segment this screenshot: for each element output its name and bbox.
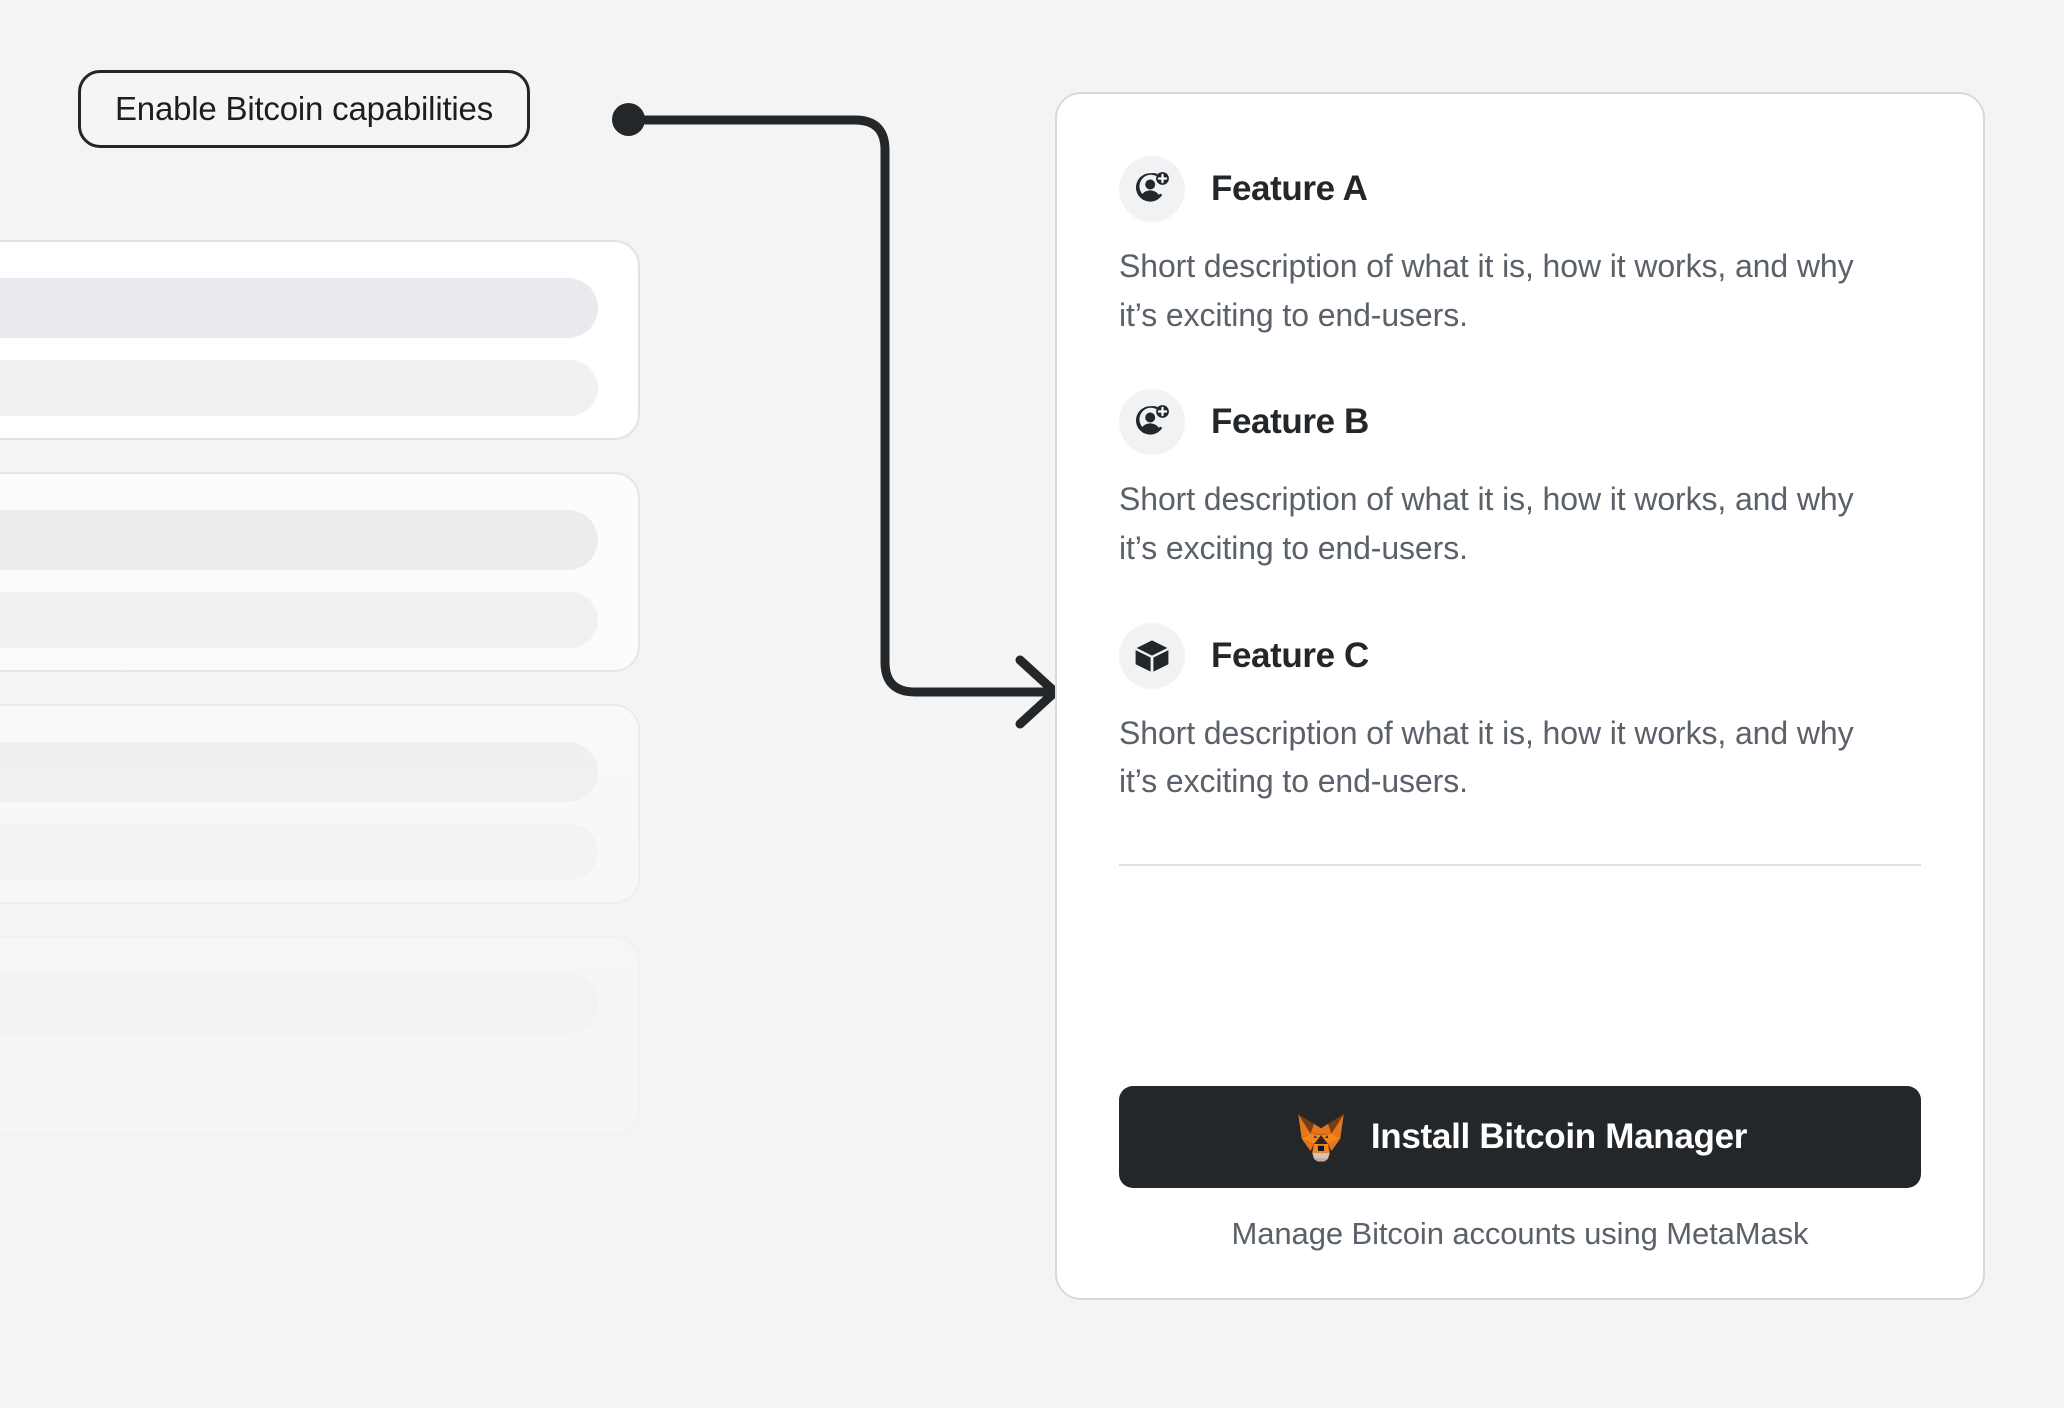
- skeleton-bar-primary: [0, 974, 598, 1034]
- skeleton-bar-primary: [0, 742, 598, 802]
- feature-description: Short description of what it is, how it …: [1119, 714, 1854, 800]
- skeleton-bar-primary: [0, 510, 598, 570]
- skeleton-bar-secondary: [0, 824, 598, 880]
- skeleton-bar-secondary: [0, 592, 598, 648]
- footer-caption: Manage Bitcoin accounts using MetaMask: [1231, 1216, 1809, 1251]
- skeleton-bar-primary: [0, 278, 598, 338]
- skeleton-bar-secondary: [0, 1056, 598, 1112]
- cube-icon: [1119, 622, 1185, 689]
- feature-header: Feature A: [1119, 156, 1921, 222]
- callout-label: Enable Bitcoin capabilities: [78, 70, 530, 148]
- account-add-icon: [1119, 389, 1185, 456]
- feature-header: Feature B: [1119, 389, 1921, 456]
- account-add-icon: [1119, 156, 1185, 222]
- feature-item: Feature C Short description of what it i…: [1119, 622, 1921, 806]
- skeleton-card: [0, 704, 640, 904]
- skeleton-bar-secondary: [0, 360, 598, 416]
- feature-title: Feature A: [1211, 169, 1368, 208]
- skeleton-card: [0, 472, 640, 672]
- feature-list: Feature A Short description of what it i…: [1057, 94, 1983, 1044]
- feature-card: Feature A Short description of what it i…: [1055, 92, 1985, 1300]
- callout-label-text: Enable Bitcoin capabilities: [115, 90, 493, 127]
- card-footer: Install Bitcoin Manager Manage Bitcoin a…: [1057, 1044, 1983, 1298]
- feature-description: Short description of what it is, how it …: [1119, 248, 1854, 333]
- feature-item: Feature A Short description of what it i…: [1119, 156, 1921, 339]
- skeleton-card: [0, 240, 640, 440]
- feature-description: Short description of what it is, how it …: [1119, 481, 1854, 566]
- feature-title: Feature B: [1211, 402, 1369, 442]
- metamask-fox-icon: [1293, 1109, 1349, 1165]
- feature-title: Feature C: [1211, 635, 1369, 675]
- feature-item: Feature B Short description of what it i…: [1119, 389, 1921, 572]
- card-divider: [1119, 863, 1921, 866]
- install-button-label: Install Bitcoin Manager: [1370, 1117, 1748, 1156]
- skeleton-bar-secondary: [0, 1288, 598, 1344]
- connector-arrow: [625, 115, 1060, 729]
- feature-header: Feature C: [1119, 622, 1921, 689]
- install-bitcoin-manager-button[interactable]: Install Bitcoin Manager: [1119, 1086, 1921, 1188]
- skeleton-bar-primary: [0, 1206, 598, 1266]
- background-skeleton-list: [0, 240, 640, 1400]
- skeleton-card: [0, 936, 640, 1136]
- skeleton-card: [0, 1168, 640, 1368]
